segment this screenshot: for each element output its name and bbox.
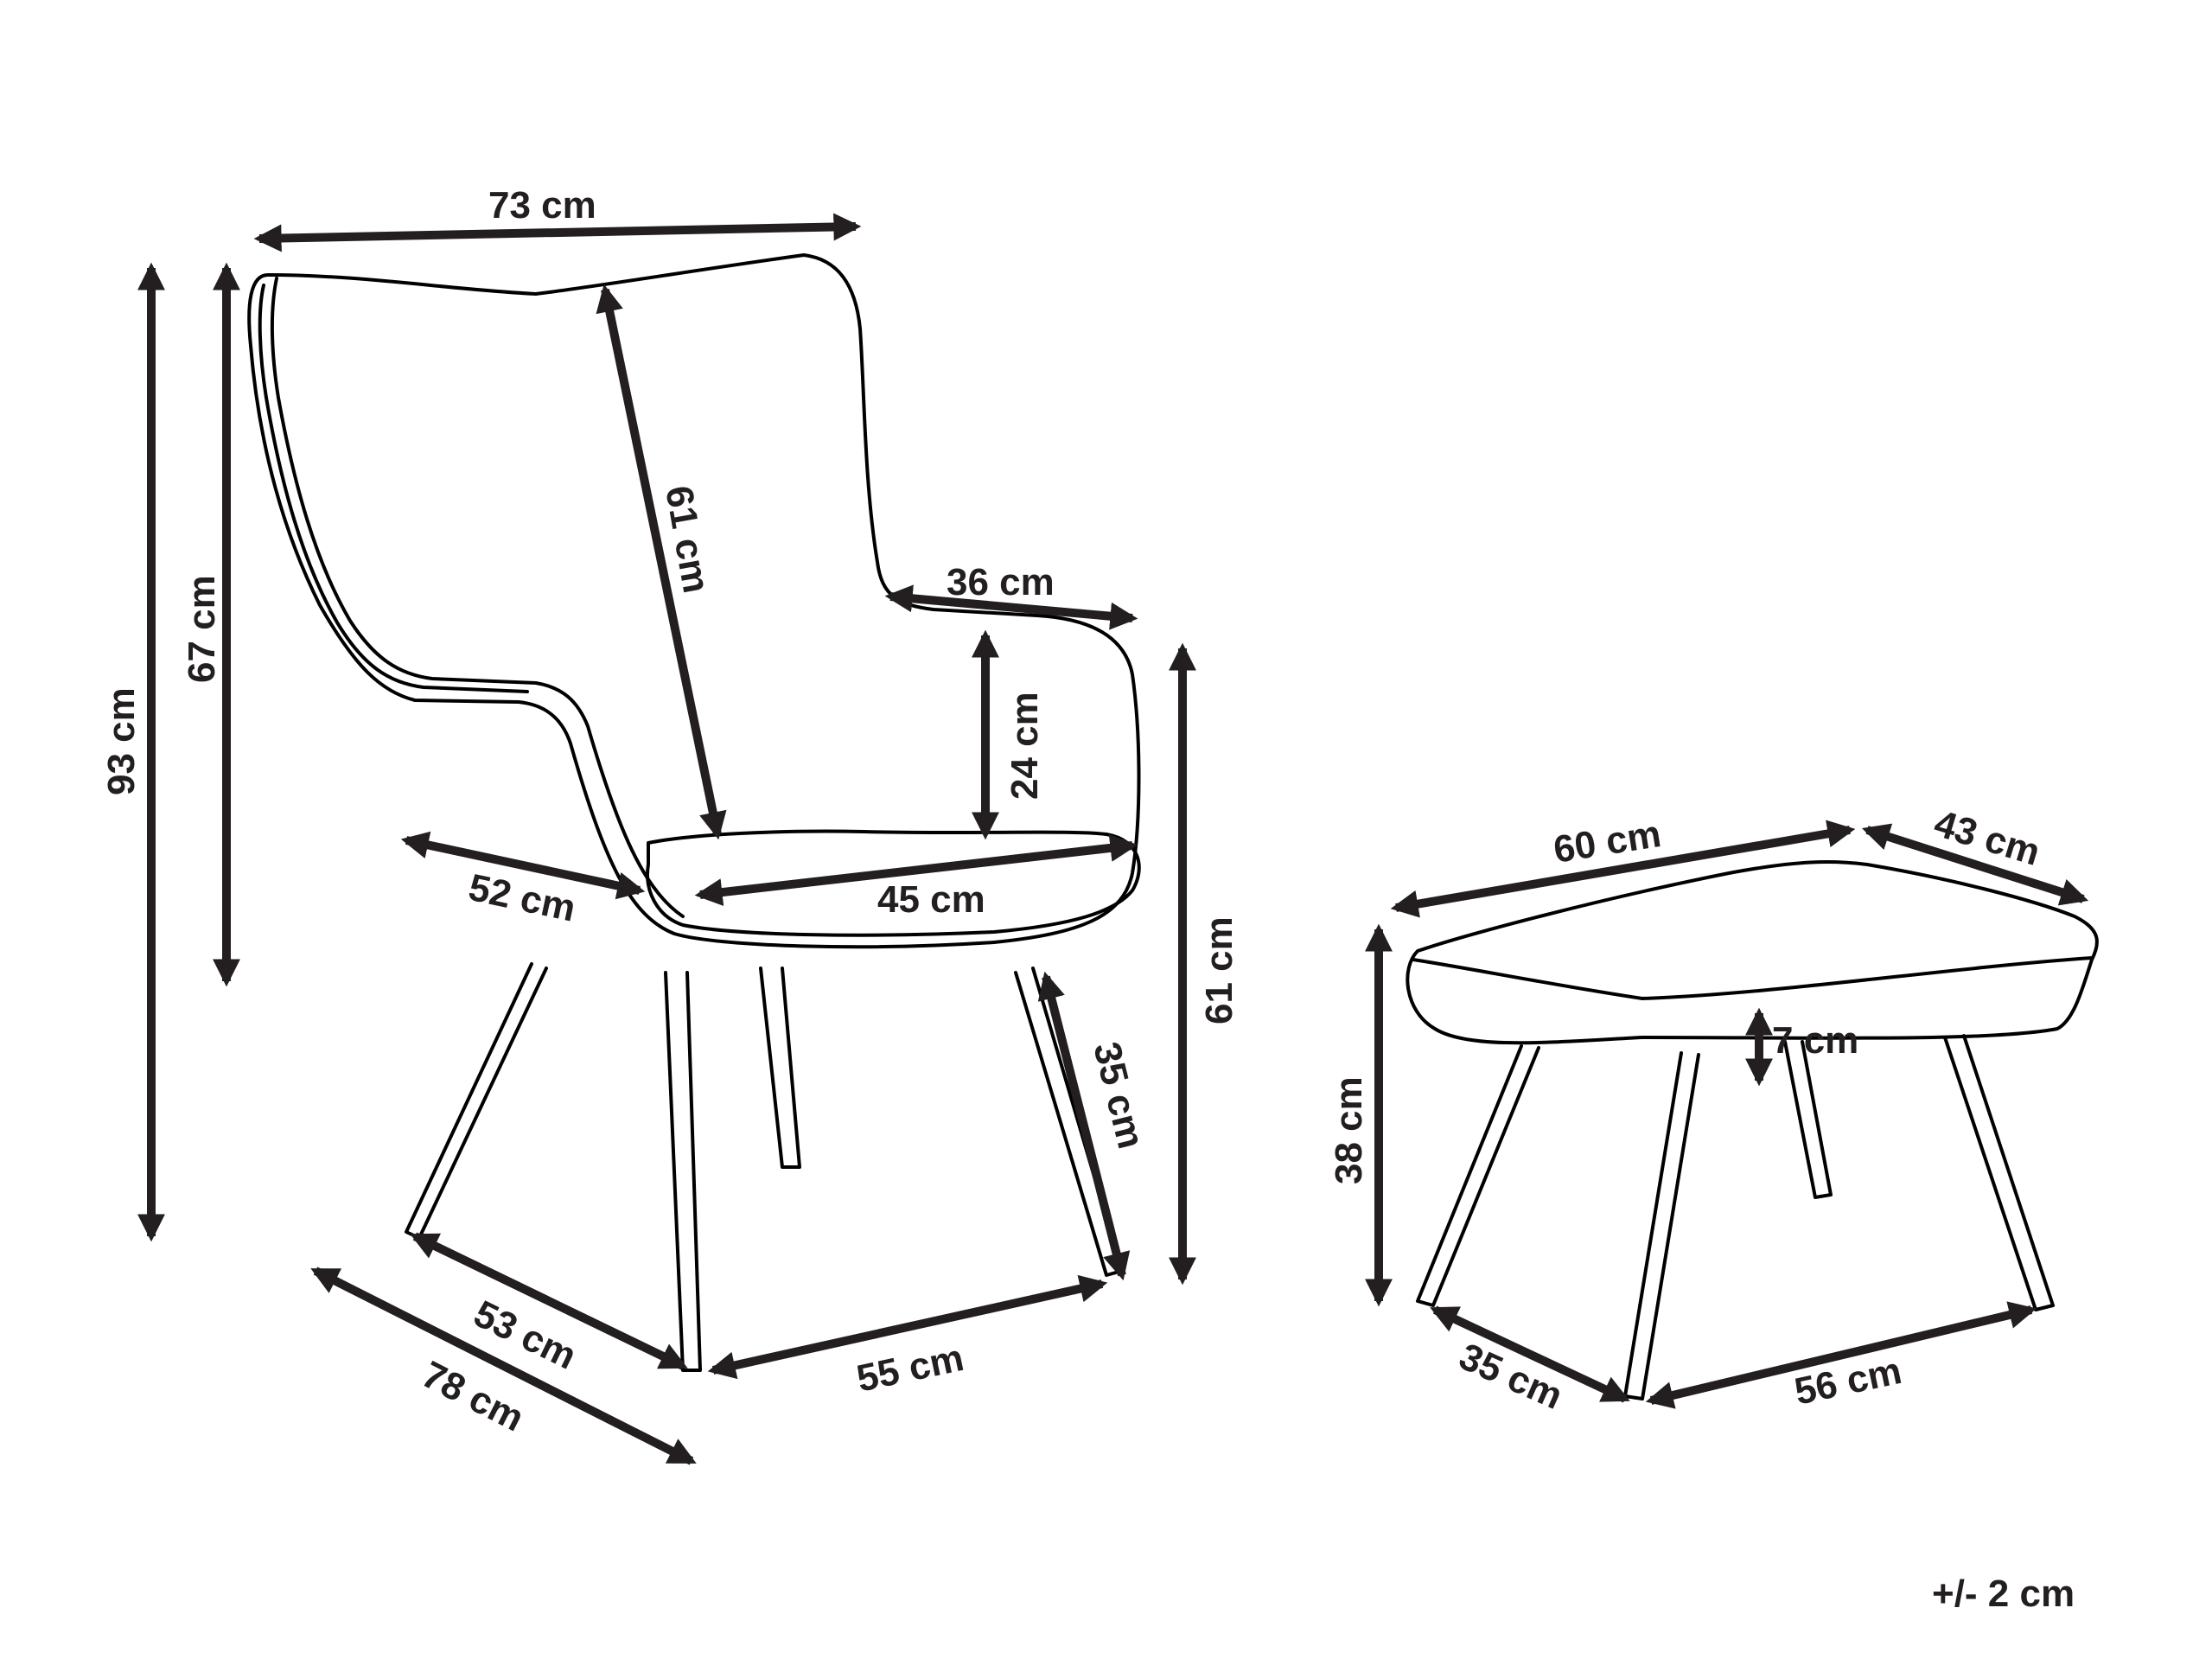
tolerance-note: +/- 2 cm [1932, 1573, 2075, 1615]
armchair-leg-front-right [664, 971, 702, 1372]
label-footstool-depth: 43 cm [1929, 802, 2045, 874]
label-backrest-height: 67 cm [181, 575, 223, 683]
armchair-dimensions [137, 213, 1197, 1465]
label-leg-span-front: 55 cm [853, 1337, 967, 1401]
label-armrest-length: 36 cm [947, 561, 1055, 603]
footstool-leg-front-left [1416, 1044, 1540, 1307]
footstool-leg-front-right [1623, 1051, 1700, 1401]
label-leg-length: 35 cm [1085, 1038, 1152, 1153]
label-cushion-thickness: 7 cm [1772, 1019, 1858, 1062]
label-seat-height: 61 cm [1198, 916, 1240, 1024]
armchair-drawing [247, 253, 1141, 1372]
armchair-shell-edge [258, 284, 529, 693]
label-seat-width: 45 cm [877, 878, 985, 921]
footstool-leg-back-right [1943, 1034, 2055, 1311]
armchair-leg-back-left [759, 967, 801, 1169]
footstool-leg-back-left [1783, 1040, 1833, 1199]
label-footstool-height: 38 cm [1328, 1076, 1370, 1184]
footstool-dimensions [1364, 820, 2089, 1409]
armchair-leg-front-left [405, 962, 548, 1240]
label-armrest-height: 24 cm [1004, 692, 1046, 800]
footstool-labels: 60 cm 43 cm 38 cm 7 cm 35 cm 56 cm [1328, 802, 2045, 1418]
label-total-height: 93 cm [100, 687, 143, 795]
label-width: 73 cm [488, 184, 596, 227]
armchair-labels: 73 cm 93 cm 67 cm 61 cm 36 cm 24 cm 61 c… [100, 184, 1240, 1440]
footstool-cushion-edge [1412, 956, 2094, 1000]
